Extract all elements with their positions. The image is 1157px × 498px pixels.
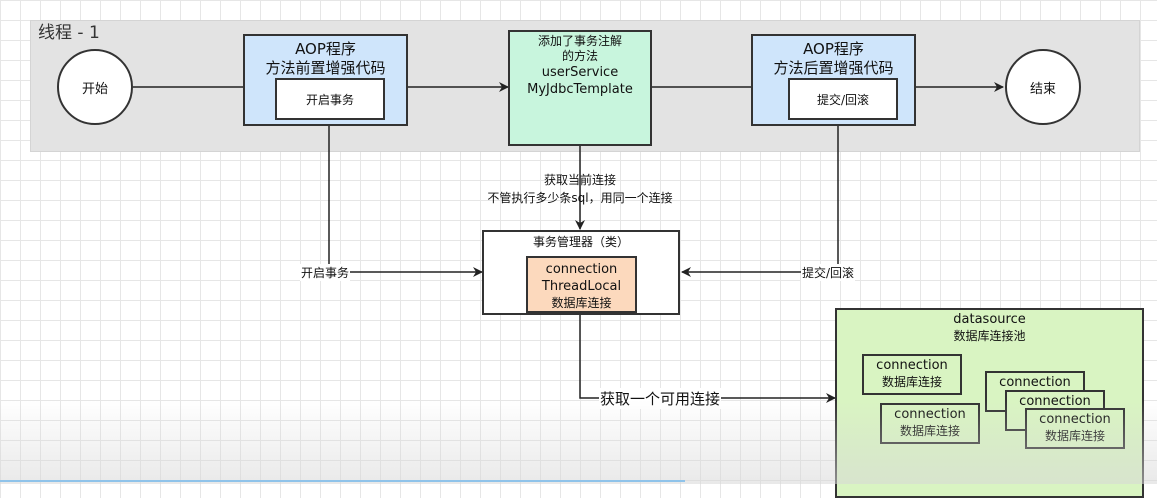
- transaction-manager-title: 事务管理器（类）: [532, 235, 629, 249]
- threadlocal-conn-line1: connection: [545, 262, 618, 277]
- begin-tx-arrow-label: 开启事务: [300, 264, 351, 281]
- service-line1: 添加了事务注解: [537, 34, 622, 48]
- get-connection-line1: 获取当前连接: [543, 173, 616, 187]
- service-box: 添加了事务注解 的方法 userService MyJdbcTemplate: [508, 30, 652, 146]
- datasource-subtitle: 数据库连接池: [953, 329, 1026, 343]
- fetch-conn-arrow: [579, 314, 836, 403]
- aop-after-title: AOP程序: [803, 40, 864, 58]
- datasource-title: datasource: [953, 312, 1026, 327]
- fetch-connection-label: 获取一个可用连接: [599, 388, 722, 409]
- pool-connection-name: connection: [894, 407, 966, 422]
- threadlocal-conn-line3: 数据库连接: [551, 296, 612, 310]
- begin-transaction-box: 开启事务: [275, 78, 385, 120]
- begin-tx-arrow: [328, 124, 483, 277]
- commit-arrow: [681, 124, 839, 277]
- pool-connection-desc: 数据库连接: [881, 375, 942, 389]
- aop-after-subtitle: 方法后置增强代码: [773, 59, 894, 77]
- get-connection-line2: 不管执行多少条sql，用同一个连接: [487, 191, 673, 205]
- pool-connection-name: connection: [999, 375, 1071, 390]
- start-node: 开始: [57, 49, 133, 125]
- service-line3: userService: [541, 65, 619, 80]
- pool-connection-desc: 数据库连接: [899, 424, 960, 438]
- service-line4: MyJdbcTemplate: [527, 82, 633, 97]
- pool-connection-name: connection: [1039, 412, 1111, 427]
- threadlocal-connection-box: connection ThreadLocal 数据库连接: [526, 256, 637, 313]
- pool-connection: connection 数据库连接: [880, 403, 980, 444]
- lane-title: 线程 - 1: [38, 23, 100, 43]
- end-node: 结束: [1005, 49, 1081, 125]
- commit-arrow-label: 提交/回滚: [801, 264, 856, 281]
- pool-connection-name: connection: [876, 358, 948, 373]
- service-line2: 的方法: [561, 49, 598, 63]
- aop-before-title: AOP程序: [295, 40, 356, 58]
- threadlocal-conn-line2: ThreadLocal: [541, 279, 622, 294]
- pool-connection: connection 数据库连接: [862, 354, 962, 395]
- aop-before-subtitle: 方法前置增强代码: [265, 59, 386, 77]
- get-connection-label: 获取当前连接 不管执行多少条sql，用同一个连接: [472, 171, 688, 207]
- commit-rollback-box: 提交/回滚: [788, 78, 898, 120]
- video-progress-bar[interactable]: [0, 480, 685, 482]
- pool-connection-desc: 数据库连接: [1044, 429, 1105, 443]
- pool-connection: connection 数据库连接: [1025, 408, 1125, 449]
